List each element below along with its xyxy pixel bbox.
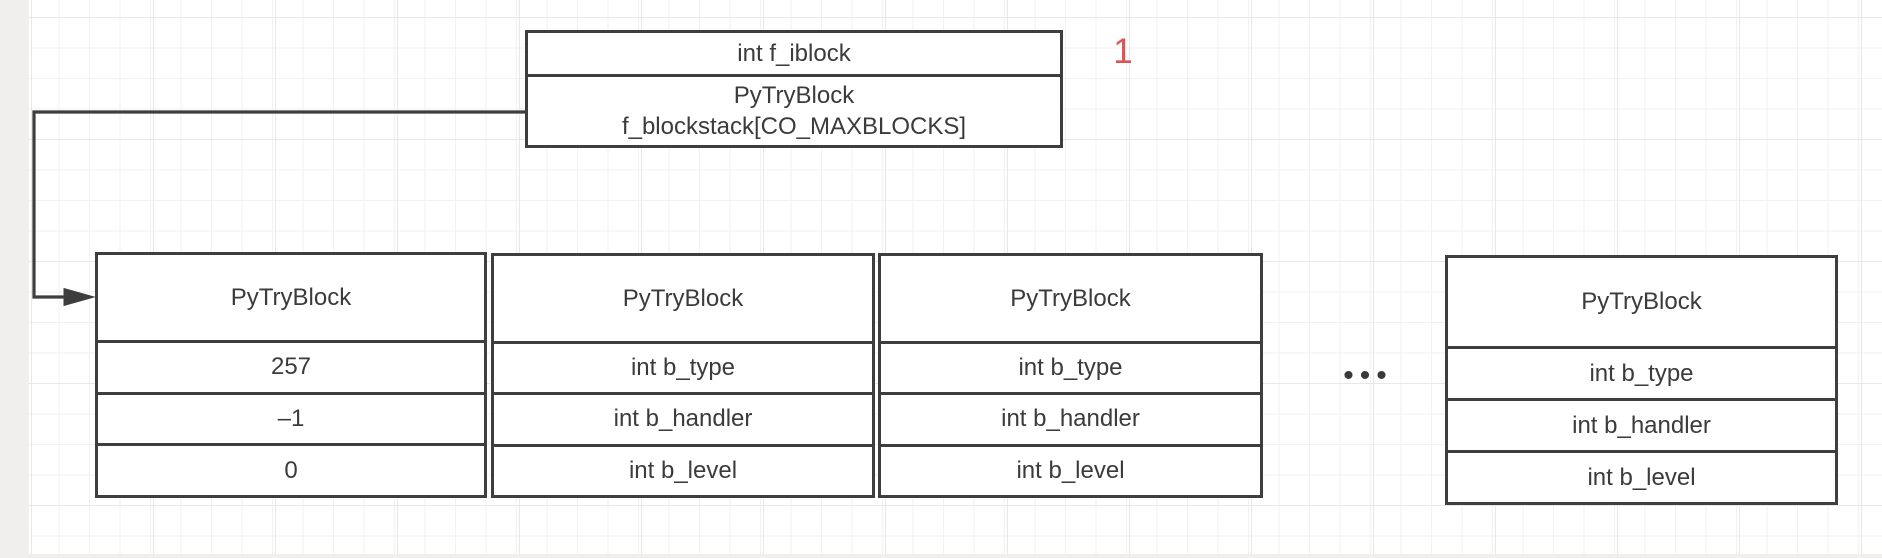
pytryblock-table-3-row-b-type: int b_type (881, 341, 1260, 392)
field-f-blockstack-type: PyTryBlock (733, 82, 855, 109)
pytryblock-table-1[interactable]: PyTryBlock 257 –1 0 (95, 252, 487, 498)
pytryblock-table-3-row-b-handler: int b_handler (881, 392, 1260, 443)
pytryblock-table-4[interactable]: PyTryBlock int b_type int b_handler int … (1445, 255, 1838, 505)
pytryblock-table-2[interactable]: PyTryBlock int b_type int b_handler int … (491, 253, 875, 498)
pytryblock-table-3-header: PyTryBlock (1010, 284, 1131, 312)
pytryblock-table-2-row-b-handler: int b_handler (494, 392, 872, 443)
pytryblock-table-2-row-b-level: int b_level (494, 443, 872, 495)
field-f-iblock: int f_iblock (737, 39, 851, 67)
pytryblock-table-4-row-b-handler: int b_handler (1448, 398, 1835, 450)
pytryblock-table-2-row-b-type: int b_type (494, 341, 872, 392)
pytryblock-table-2-header: PyTryBlock (622, 284, 744, 312)
field-f-blockstack: PyTryBlock f_blockstack[CO_MAXBLOCKS] (528, 74, 1060, 145)
pytryblock-table-1-row-b-handler: –1 (98, 391, 484, 444)
pytryblock-table-3-row-b-level: int b_level (881, 443, 1260, 495)
field-f-blockstack-decl: f_blockstack[CO_MAXBLOCKS] (621, 113, 967, 140)
pytryblock-table-1-header: PyTryBlock (230, 283, 352, 311)
ellipsis-dots: ••• (1343, 359, 1393, 392)
pytryblock-table-4-row-b-level: int b_level (1448, 450, 1835, 502)
pytryblock-table-4-row-b-type: int b_type (1448, 346, 1835, 398)
pytryblock-table-3[interactable]: PyTryBlock int b_type int b_handler int … (878, 253, 1263, 498)
annotation-count: 1 (1113, 32, 1133, 71)
pytryblock-table-4-header: PyTryBlock (1581, 288, 1702, 315)
pytryblock-table-1-row-b-type: 257 (98, 340, 484, 392)
pytryblock-table-1-row-b-level: 0 (98, 443, 484, 495)
frame-struct-box[interactable]: int f_iblock PyTryBlock f_blockstack[CO_… (525, 30, 1063, 148)
